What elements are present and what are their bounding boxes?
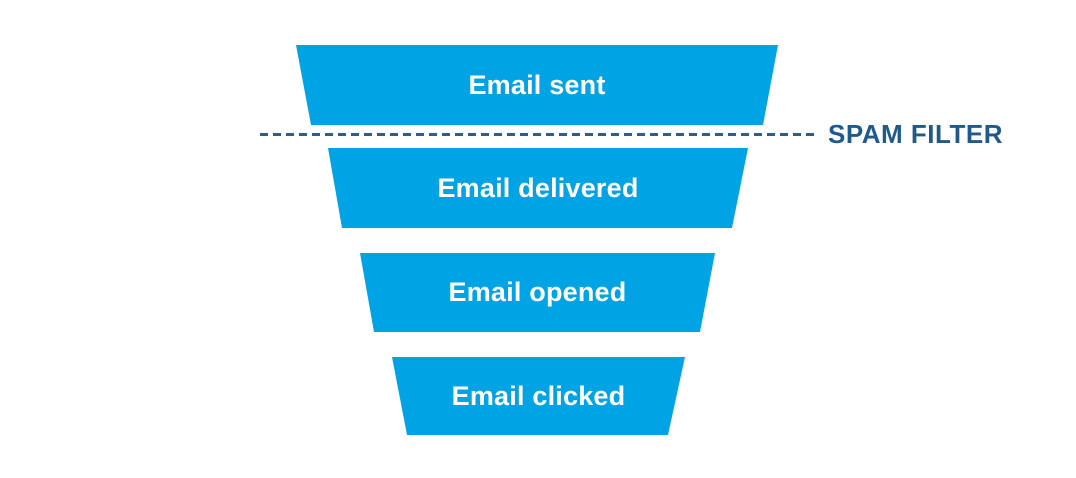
funnel-stage-email-delivered: Email delivered [328,148,748,228]
funnel-stage-email-opened: Email opened [360,253,715,332]
funnel-stage-label: Email opened [448,277,627,307]
spam-filter-label: SPAM FILTER [828,119,1003,149]
funnel-stage-email-sent: Email sent [296,45,778,125]
funnel-stage-email-clicked: Email clicked [392,357,685,435]
funnel-stage-label: Email clicked [451,380,626,411]
funnel-stage-label: Email delivered [437,172,639,203]
funnel-stage-label: Email sent [468,69,606,100]
spam-filter-dashed-line [260,133,816,136]
